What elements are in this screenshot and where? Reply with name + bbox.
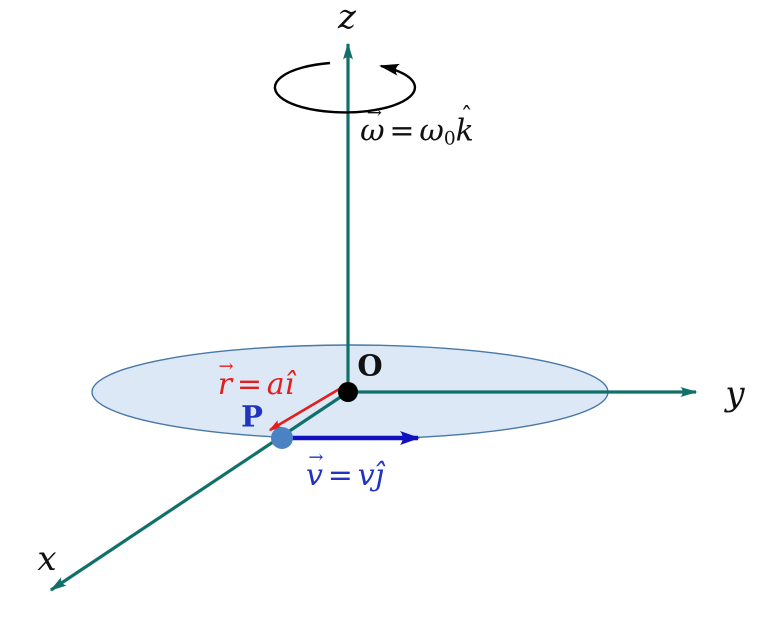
origin-dot [338,382,358,402]
origin-label: O [357,348,383,383]
r-vector-symbol: r→ [217,355,234,402]
x-axis-label: x [37,539,57,579]
v-vector-symbol: v→ [306,446,324,493]
rotation-arrow [273,61,417,114]
vector-arrow-accent: → [366,102,382,124]
point-p-label: P [241,399,263,434]
omega-vector-symbol: ω→ [360,102,385,149]
v-equation-label: v→=vĵ [306,446,384,493]
vector-arrow-accent: → [218,355,234,377]
x-axis [49,390,349,592]
point-p-dot [271,427,293,449]
vector-arrow-accent: → [308,446,324,468]
z-axis-label: z [338,0,356,37]
r-equation-label: r→=aî [217,355,295,402]
y-axis-label: y [725,374,745,414]
hat-accent: ˆ [460,102,473,131]
r-vector-arrow [268,386,342,432]
